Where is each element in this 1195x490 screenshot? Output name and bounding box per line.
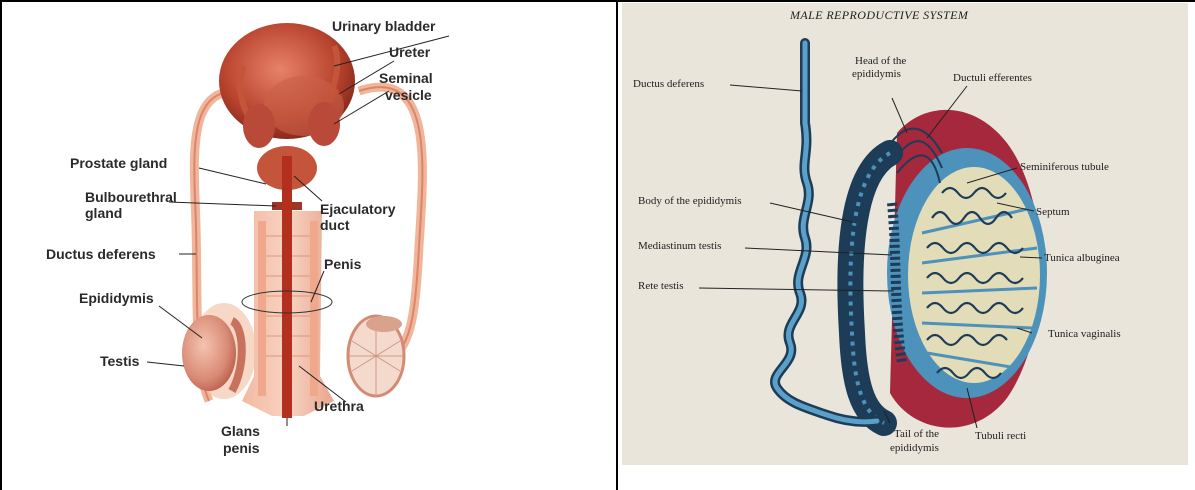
label-head-epididymis-line2: epididymis bbox=[852, 68, 901, 80]
label-bulbourethral-line2: gland bbox=[85, 205, 122, 221]
label-rete-testis: Rete testis bbox=[638, 280, 684, 292]
label-mediastinum-testis: Mediastinum testis bbox=[638, 240, 721, 252]
label-body-epididymis: Body of the epididymis bbox=[638, 195, 742, 207]
label-septum: Septum bbox=[1036, 206, 1070, 218]
label-epididymis: Epididymis bbox=[79, 290, 154, 306]
label-penis: Penis bbox=[324, 256, 362, 272]
seminal-vesicle-right bbox=[308, 102, 340, 146]
corpus-cavernosum-left bbox=[258, 221, 266, 396]
testis-interior bbox=[908, 167, 1040, 383]
label-seminal-vesicle-line1: Seminal bbox=[379, 70, 433, 86]
seminal-vesicle-left bbox=[243, 104, 275, 148]
right-anatomy-diagram: MALE REPRODUCTIVE SYSTEM bbox=[622, 3, 1188, 465]
border-middle bbox=[616, 0, 618, 490]
label-tail-epididymis-line2: epididymis bbox=[890, 442, 939, 454]
label-glans-line1: Glans bbox=[221, 423, 260, 439]
border-left bbox=[0, 0, 2, 490]
label-testis: Testis bbox=[100, 353, 140, 369]
label-tunica-albuginea: Tunica albuginea bbox=[1044, 252, 1120, 264]
testis-section-illustration: MALE REPRODUCTIVE SYSTEM bbox=[622, 3, 1188, 465]
testis-left bbox=[182, 315, 236, 391]
label-ductus-deferens: Ductus deferens bbox=[46, 246, 156, 262]
diagram-title: MALE REPRODUCTIVE SYSTEM bbox=[789, 8, 969, 22]
label-urethra: Urethra bbox=[314, 398, 364, 414]
label-head-epididymis-line1: Head of the bbox=[855, 55, 906, 67]
label-ureter: Ureter bbox=[389, 44, 431, 60]
label-ejaculatory-line2: duct bbox=[320, 217, 350, 233]
label-ejaculatory-line1: Ejaculatory bbox=[320, 201, 396, 217]
left-anatomy-diagram: Urinary bladder Ureter Seminal vesicle P… bbox=[4, 6, 613, 484]
label-ductus-deferens: Ductus deferens bbox=[633, 78, 704, 90]
label-ductuli-efferentes: Ductuli efferentes bbox=[953, 72, 1032, 84]
label-glans-line2: penis bbox=[223, 440, 260, 456]
urethra bbox=[282, 156, 292, 418]
label-urinary-bladder: Urinary bladder bbox=[332, 18, 436, 34]
label-seminal-vesicle-line2: vesicle bbox=[385, 87, 432, 103]
label-tail-epididymis-line1: Tail of the bbox=[894, 428, 939, 440]
label-tubuli-recti: Tubuli recti bbox=[975, 430, 1026, 442]
ductus-deferens-right-edge bbox=[359, 87, 422, 351]
label-seminiferous-tubule: Seminiferous tubule bbox=[1020, 161, 1109, 173]
corpus-cavernosum-right bbox=[310, 221, 318, 396]
border-top bbox=[0, 0, 1195, 2]
label-tunica-vaginalis: Tunica vaginalis bbox=[1048, 328, 1121, 340]
label-prostate-gland: Prostate gland bbox=[70, 155, 167, 171]
male-reproductive-illustration: Urinary bladder Ureter Seminal vesicle P… bbox=[4, 6, 613, 484]
epididymis-right bbox=[366, 316, 402, 332]
label-bulbourethral-line1: Bulbourethral bbox=[85, 189, 177, 205]
